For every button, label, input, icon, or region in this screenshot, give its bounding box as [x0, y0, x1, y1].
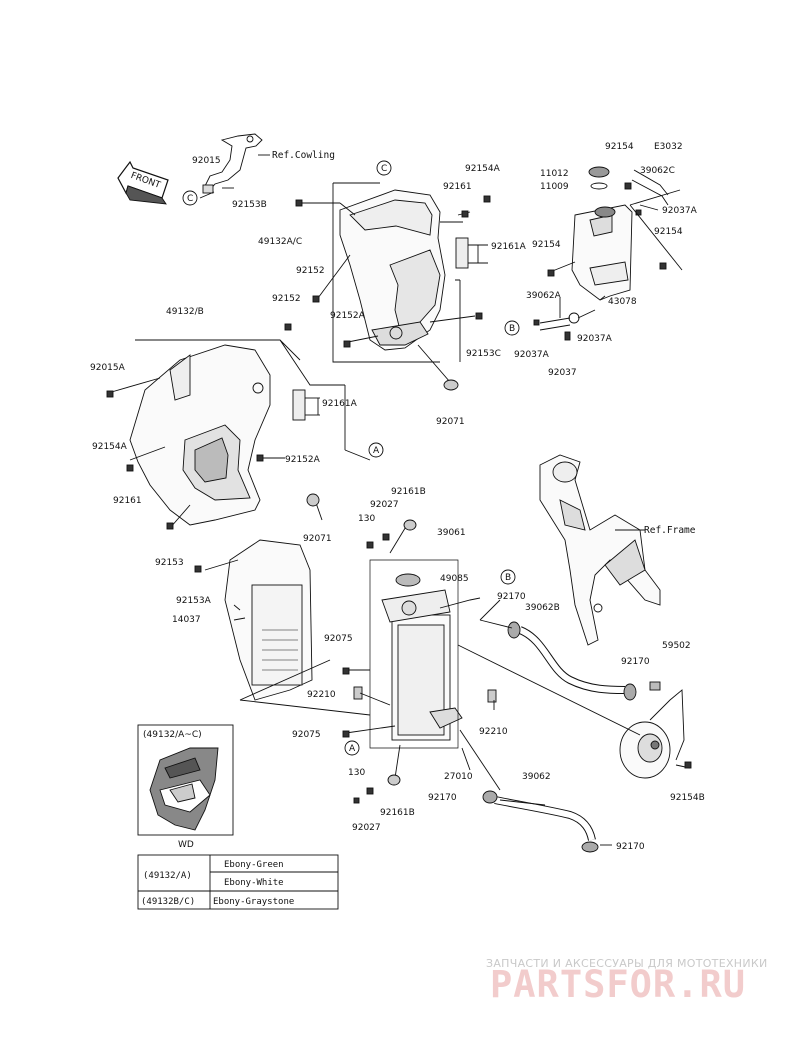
part-label: 92170 — [428, 793, 457, 803]
inset-shroud — [149, 747, 219, 831]
part-label: 92210 — [479, 727, 508, 737]
callout-letter: C — [187, 194, 193, 204]
part-label: 92161A — [322, 399, 358, 409]
color-table-part: (49132B/C) — [141, 897, 195, 907]
inner-cover-upper — [339, 189, 446, 351]
part-label: 92161 — [113, 496, 142, 506]
radiator-fan — [619, 681, 685, 779]
color-inset-frame — [137, 724, 234, 836]
diagram-code: E3032 — [654, 142, 683, 152]
radiator — [353, 573, 497, 741]
front-arrow-icon — [117, 160, 169, 205]
callout-c-top — [376, 160, 392, 176]
callout-letter: C — [381, 164, 387, 174]
part-label: 92170 — [621, 657, 650, 667]
radiator-guard — [224, 539, 313, 701]
color-table — [137, 854, 339, 910]
callout-a-mid — [368, 442, 384, 458]
color-table-color: Ebony-White — [224, 878, 284, 888]
part-label: 92037 — [548, 368, 577, 378]
part-label: 92152 — [296, 266, 325, 276]
part-label: 130 — [348, 768, 365, 778]
part-label: 92153A — [176, 596, 212, 606]
callout-b-right — [504, 320, 520, 336]
part-label: 49085 — [440, 574, 469, 584]
part-label: 92154 — [654, 227, 683, 237]
ref-frame-label: Ref.Frame — [644, 525, 696, 536]
part-label: 92071 — [303, 534, 332, 544]
part-label: 92027 — [370, 500, 399, 510]
part-label: 92037A — [514, 350, 550, 360]
frame — [539, 454, 661, 646]
part-label: 39061 — [437, 528, 466, 538]
callout-b-mid — [500, 569, 516, 585]
part-label: 92153 — [155, 558, 184, 568]
bracket-icon — [202, 133, 263, 194]
part-label: 92161A — [491, 242, 527, 252]
hose-39062 — [482, 790, 599, 853]
part-label: 92154A — [92, 442, 128, 452]
radiator-shroud-outer — [129, 344, 271, 526]
part-label: 11012 — [540, 169, 569, 179]
color-table-color: Ebony-Graystone — [213, 897, 294, 907]
part-label: 92210 — [307, 690, 336, 700]
callout-letter: B — [505, 573, 511, 583]
callout-letter: A — [349, 744, 356, 754]
part-label: 92075 — [324, 634, 353, 644]
part-label: 130 — [358, 514, 375, 524]
inset-code: WD — [178, 840, 194, 850]
callout-c-left — [182, 190, 198, 206]
part-label: 92170 — [616, 842, 645, 852]
part-label: 92037A — [577, 334, 613, 344]
part-label: 11009 — [540, 182, 569, 192]
ref-cowling-label: Ref.Cowling — [272, 150, 335, 161]
watermark-logo: PARTSFOR.RU — [490, 963, 746, 1006]
part-label: 92154 — [605, 142, 634, 152]
color-table-part: (49132/A) — [143, 871, 192, 881]
reserve-tank — [571, 204, 633, 301]
callout-a-low — [344, 740, 360, 756]
part-label: 59502 — [662, 641, 691, 651]
part-label: 39062C — [640, 166, 675, 176]
watermark-tagline: ЗАПЧАСТИ И АКСЕССУАРЫ ДЛЯ МОТОТЕХНИКИ — [486, 957, 768, 970]
callout-letter: A — [373, 446, 380, 456]
part-label: 92015A — [90, 363, 126, 373]
hose-39062b — [507, 621, 637, 701]
part-label: 39062 — [522, 772, 551, 782]
part-label: 39062A — [526, 291, 562, 301]
part-label: 92161B — [380, 808, 415, 818]
part-label: 39062B — [525, 603, 560, 613]
part-label: 92154B — [670, 793, 705, 803]
part-label: 27010 — [444, 772, 473, 782]
part-label: 49132/B — [166, 307, 204, 317]
part-label: 92152 — [272, 294, 301, 304]
part-label: 92027 — [352, 823, 381, 833]
part-label: 92170 — [497, 592, 526, 602]
part-label: 14037 — [172, 615, 201, 625]
part-label: 92153C — [466, 349, 501, 359]
part-label: 92154A — [465, 164, 501, 174]
callout-letter: B — [509, 324, 515, 334]
part-label: 43078 — [608, 297, 637, 307]
part-label: 92161 — [443, 182, 472, 192]
part-label: 92037A — [662, 206, 698, 216]
part-label: 92075 — [292, 730, 321, 740]
part-label: 92015 — [192, 156, 221, 166]
part-label: 92152A — [285, 455, 321, 465]
inset-header: (49132/A~C) — [143, 730, 202, 740]
part-label: 92154 — [532, 240, 561, 250]
color-table-color: Ebony-Green — [224, 860, 284, 870]
part-label: 92153B — [232, 200, 267, 210]
part-label: 92161B — [391, 487, 426, 497]
part-label: 49132A/C — [258, 237, 302, 247]
part-label: 92152A — [330, 311, 366, 321]
part-label: 92071 — [436, 417, 465, 427]
